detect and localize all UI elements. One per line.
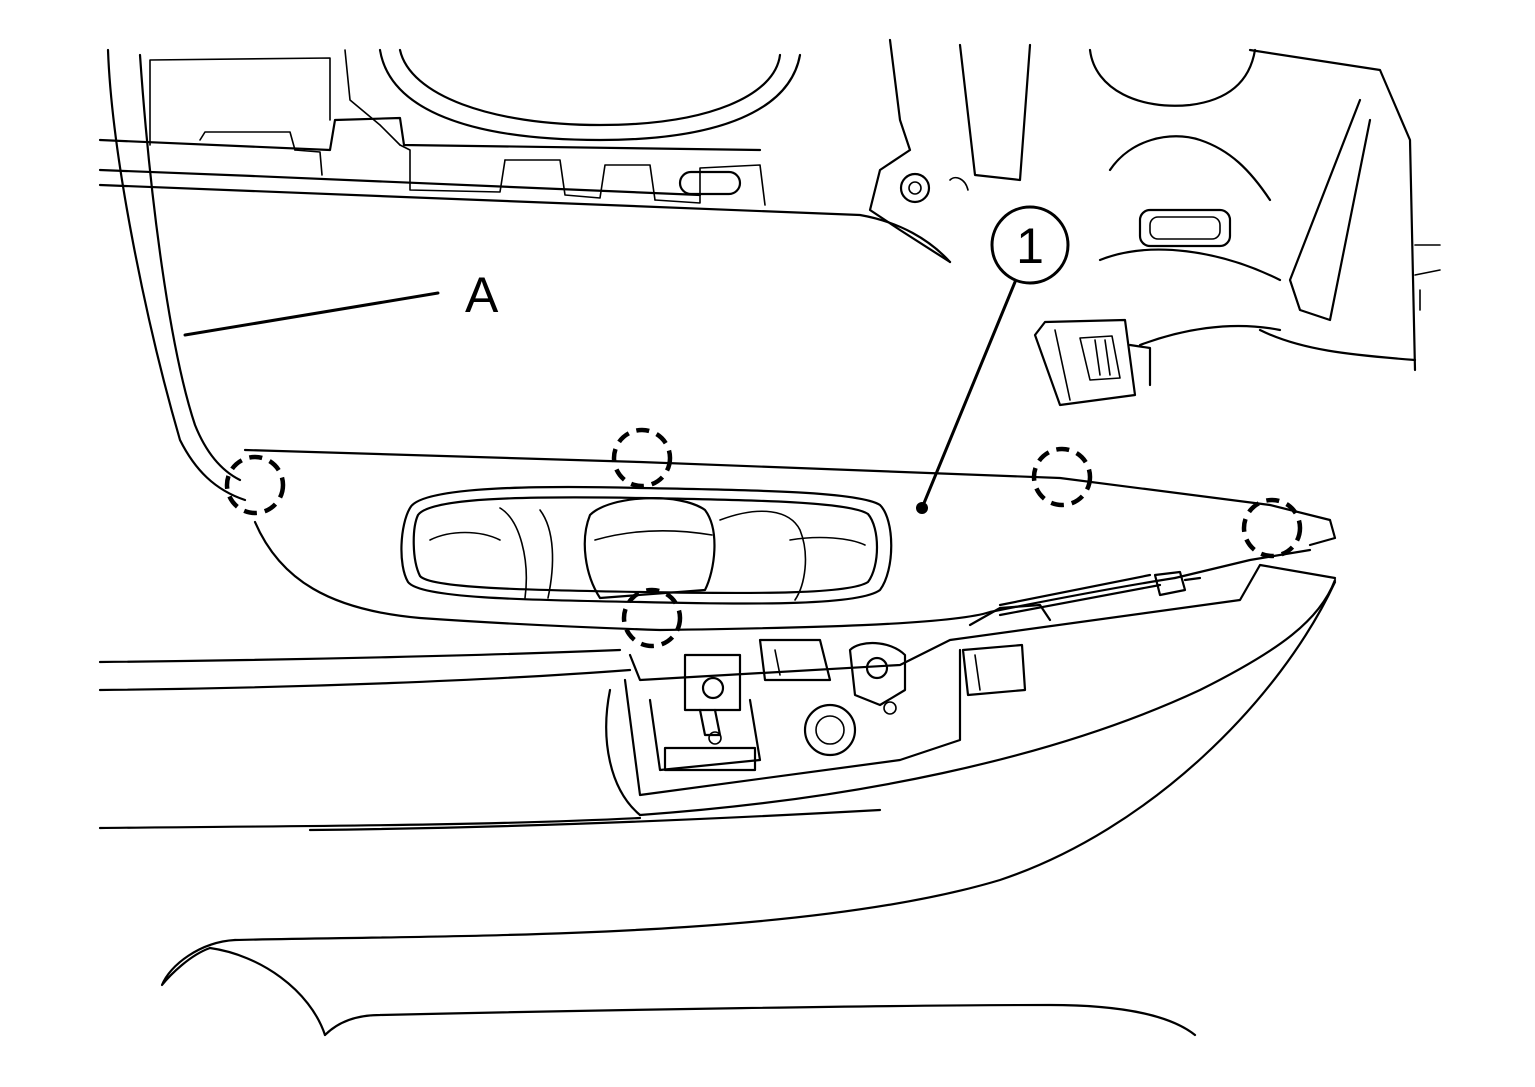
clip-right: [1241, 497, 1303, 559]
armrest-structure: [98, 563, 1337, 1037]
harness-connector: [1033, 318, 1152, 407]
callout-1: 1: [916, 205, 1070, 514]
clip-top-center: [611, 427, 673, 489]
inside-handle-pocket: [400, 485, 893, 605]
clip-left: [224, 454, 286, 516]
clip-bottom-center: [621, 587, 683, 649]
callout-1-circle: [990, 205, 1070, 285]
clip-top-right: [1031, 446, 1093, 508]
label-a: A: [183, 267, 499, 337]
upper-panel-structure: [98, 38, 1441, 502]
callout-1-text: 1: [1016, 218, 1044, 274]
switch-finisher-assembly: [243, 448, 1337, 632]
callout-1-dot: [916, 502, 928, 514]
label-a-leader: [183, 291, 440, 337]
clip-locations: [224, 427, 1303, 649]
callout-1-leader: [920, 280, 1017, 510]
label-a-text: A: [465, 267, 499, 323]
